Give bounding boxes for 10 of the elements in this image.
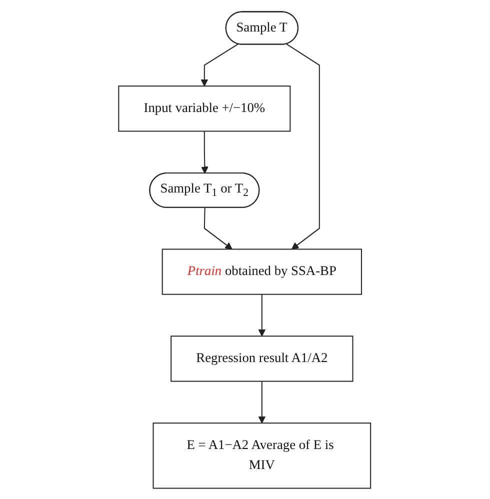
arrow — [258, 294, 266, 336]
node-box: E = A1−A2 Average of E is MIV — [153, 422, 372, 488]
arrow — [286, 43, 320, 250]
node-box: Regression result A1/A2 — [170, 335, 354, 382]
node-box: Ptrain obtained by SSA-BP — [162, 248, 362, 294]
arrow — [258, 380, 266, 423]
arrow — [201, 43, 239, 86]
node-box: Input variable +/−10% — [118, 85, 292, 132]
arrow — [204, 207, 233, 250]
arrow — [201, 130, 209, 174]
